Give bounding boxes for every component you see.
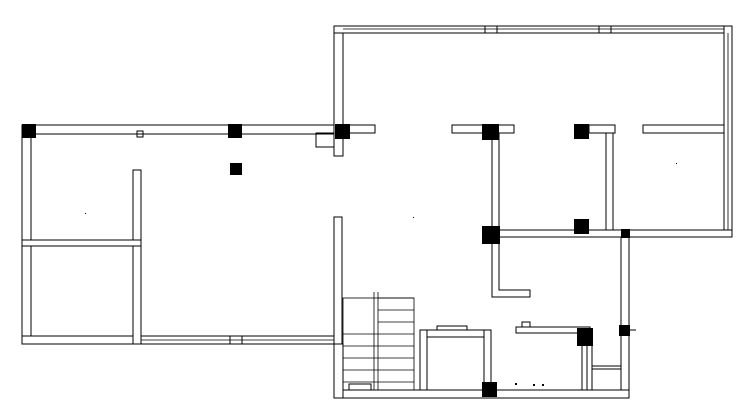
column-10: [577, 328, 593, 346]
column-11: [619, 325, 630, 336]
left-room-partition-wall: [132, 169, 142, 345]
top-wall-notch: [136, 130, 144, 138]
upper-wing-top-wall: [333, 25, 733, 34]
counter-ledge: [521, 321, 531, 328]
speck: [676, 163, 677, 164]
corner-block: [315, 132, 335, 148]
column-1: [22, 124, 36, 138]
stair-landing: [348, 383, 372, 391]
column-4: [335, 124, 350, 139]
speck: [413, 217, 414, 218]
middle-room-right-wall: [605, 132, 614, 238]
lift-room-top-wall: [419, 329, 491, 338]
top-window-mark-1: [484, 25, 498, 34]
column-5: [482, 124, 499, 140]
column-8: [574, 219, 589, 234]
left-wing-top-wall: [21, 124, 339, 135]
lift-room-ledge: [436, 325, 468, 331]
staircase: [342, 292, 415, 391]
lower-bottom-wall: [333, 389, 630, 399]
column-12: [482, 382, 497, 397]
left-wing-walls: [21, 124, 343, 345]
lower-left-wall: [333, 343, 344, 399]
short-stub-wall-3: [588, 124, 616, 134]
middle-room-bottom-wall: [491, 229, 733, 238]
column-9: [621, 229, 630, 238]
left-wing-outer-wall: [21, 124, 32, 345]
lift-room-right-wall: [483, 329, 492, 391]
column-6: [574, 124, 589, 139]
corridor-wall-outline: [491, 237, 531, 298]
middle-room-left-wall: [491, 132, 500, 234]
column-2: [228, 124, 242, 138]
bottom-window-mark: [229, 335, 243, 345]
column-3: [230, 163, 242, 175]
lower-right-wall: [620, 236, 630, 399]
speck: [515, 383, 517, 385]
upper-wing-walls: [333, 25, 733, 237]
speck: [542, 384, 544, 386]
lift-room-left-wall: [419, 329, 428, 391]
speck: [85, 213, 86, 214]
left-room-divider-wall: [21, 239, 142, 247]
staircase-outline: [342, 297, 415, 391]
drafting-specks: [85, 163, 677, 386]
top-window-mark-2: [598, 25, 612, 34]
long-stub-wall: [642, 124, 725, 134]
center-left-wall: [333, 216, 343, 345]
column-7: [482, 226, 500, 244]
structural-columns: [22, 124, 630, 397]
speck: [533, 384, 535, 386]
